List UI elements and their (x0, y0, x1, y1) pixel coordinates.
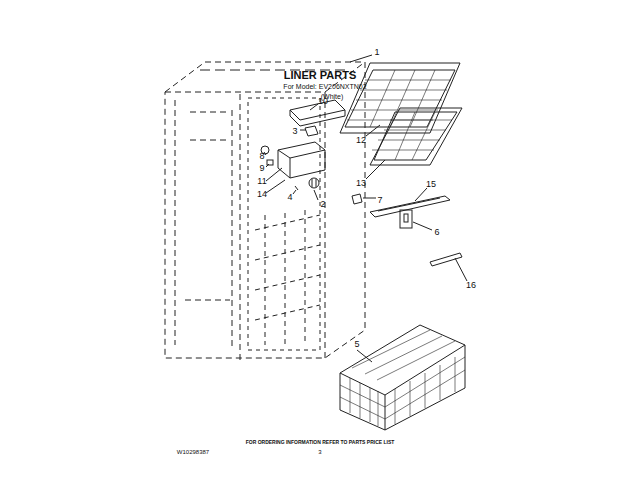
callout-number: 15 (426, 180, 436, 189)
callout-number: 2 (320, 200, 325, 209)
callout-number: 12 (356, 136, 366, 145)
callout-number: 13 (356, 179, 366, 188)
callout-number: 16 (466, 281, 476, 290)
callout-number: 3 (292, 127, 297, 136)
callout-number: 4 (287, 193, 292, 202)
callout-number: 9 (259, 164, 264, 173)
callout-number: 7 (377, 196, 382, 205)
callout-number: 6 (434, 228, 439, 237)
callout-number: 11 (257, 177, 266, 186)
note-text: W10298387 (177, 449, 209, 455)
note-text: FOR ORDERING INFORMATION REFER TO PARTS … (246, 440, 395, 445)
diagram-title: LINER PARTS (284, 70, 357, 81)
callout-number: 10 (318, 97, 328, 106)
page-number: 3 (318, 449, 321, 455)
callout-number: 8 (259, 152, 264, 161)
callout-number: 14 (257, 190, 267, 199)
note-text: For Model: EV206NXTN02 (283, 83, 366, 90)
callout-number: 1 (374, 48, 379, 57)
callout-number: 5 (354, 340, 359, 349)
